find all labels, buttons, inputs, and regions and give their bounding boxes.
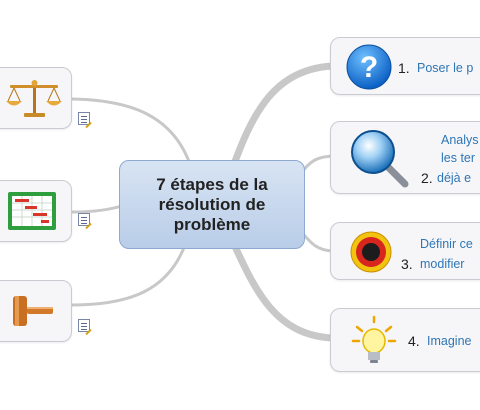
step-number: 2. xyxy=(421,170,433,186)
magnifier-icon xyxy=(351,130,409,188)
connector-left-2 xyxy=(70,203,127,214)
question-mark-icon: ? xyxy=(346,44,392,90)
gantt-chart-icon xyxy=(8,192,56,230)
step-label-line: modifier xyxy=(420,257,465,271)
step-label-line: déjà e xyxy=(437,171,472,185)
step-number: 3. xyxy=(401,256,413,272)
gavel-icon xyxy=(13,296,53,326)
note-icon[interactable] xyxy=(78,319,92,336)
step-label-line: Analys xyxy=(441,133,479,147)
scales-icon xyxy=(6,80,62,117)
connector-right-1 xyxy=(226,62,336,179)
left-node-scales[interactable] xyxy=(0,67,72,129)
note-icon[interactable] xyxy=(78,112,92,129)
step-label-line: Définir ce xyxy=(420,237,473,251)
step-label-line: Imagine xyxy=(427,334,472,348)
right-node-4[interactable]: 4. Imagine xyxy=(330,308,480,372)
left-node-gavel[interactable] xyxy=(0,280,72,342)
light-bulb-icon xyxy=(351,315,397,363)
connector-left-1 xyxy=(70,97,194,172)
central-topic[interactable]: 7 étapes de la résolution de problème xyxy=(119,160,305,249)
connector-right-4 xyxy=(228,236,336,342)
right-node-3[interactable]: Définir ce 3. modifier xyxy=(330,222,480,280)
svg-text:?: ? xyxy=(360,51,378,84)
note-icon[interactable] xyxy=(78,213,92,230)
target-icon xyxy=(350,231,392,273)
central-topic-title: 7 étapes de la résolution de problème xyxy=(156,174,268,234)
left-node-gantt[interactable] xyxy=(0,180,72,242)
right-node-1[interactable]: ? 1. Poser le p xyxy=(330,37,480,95)
right-node-2[interactable]: Analys les ter 2. déjà e xyxy=(330,121,480,194)
step-number: 1. xyxy=(398,60,410,76)
step-label-line: Poser le p xyxy=(417,61,474,75)
connector-left-3 xyxy=(70,243,187,307)
step-label-line: les ter xyxy=(441,151,476,165)
step-number: 4. xyxy=(408,333,420,349)
